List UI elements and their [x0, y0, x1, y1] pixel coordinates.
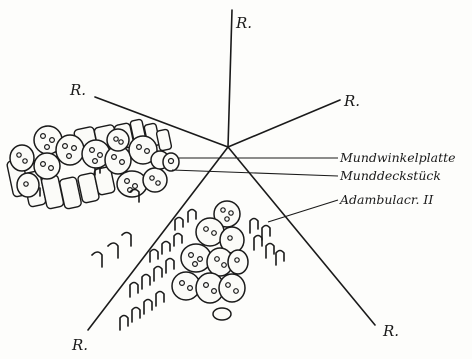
hook [162, 242, 170, 255]
hook [250, 219, 258, 234]
hook [188, 210, 196, 223]
hook [130, 283, 138, 298]
left-hooks [92, 190, 139, 268]
ray-label-upper-right: R. [343, 92, 360, 110]
hook [122, 233, 131, 247]
leader-lines [172, 158, 338, 222]
label-adambulacr: Adambulacr. II [339, 192, 434, 207]
cell [163, 153, 179, 171]
hook [144, 300, 152, 315]
hook [266, 244, 274, 259]
cell [143, 168, 167, 192]
right-hooks [250, 219, 284, 266]
hook [92, 252, 102, 267]
hook [150, 250, 158, 263]
ray-label-top: R. [235, 14, 252, 32]
label-munddeckstueck: Munddeckstück [339, 168, 441, 183]
lower-hooks-row [120, 210, 196, 331]
hook [120, 316, 128, 331]
label-mundwinkelplatte: Mundwinkelplatte [339, 150, 456, 165]
ray-label-lower-right: R. [382, 322, 399, 340]
cell [181, 244, 211, 272]
hook [154, 267, 162, 282]
cell [219, 274, 245, 302]
hook [262, 226, 270, 241]
hook [132, 308, 140, 323]
ray-label-lower-left: R. [71, 336, 88, 354]
hook [166, 259, 174, 274]
ray-label-upper-left: R. [69, 81, 86, 99]
hook [254, 236, 262, 251]
ray-upper-right [228, 100, 340, 147]
cell [213, 308, 231, 320]
leader-adambulacr [268, 200, 338, 222]
hook [108, 243, 118, 258]
hook [156, 292, 164, 307]
hook [276, 251, 284, 266]
hook [142, 275, 150, 290]
ray-top [228, 10, 232, 147]
hook [175, 218, 183, 231]
plate [156, 129, 172, 151]
lower-cell-cluster [172, 201, 248, 320]
cell [56, 135, 84, 165]
cell [34, 153, 60, 179]
cell [10, 145, 34, 171]
leader-munddeckstueck [172, 170, 338, 176]
cell [117, 171, 147, 197]
hook [174, 234, 182, 247]
